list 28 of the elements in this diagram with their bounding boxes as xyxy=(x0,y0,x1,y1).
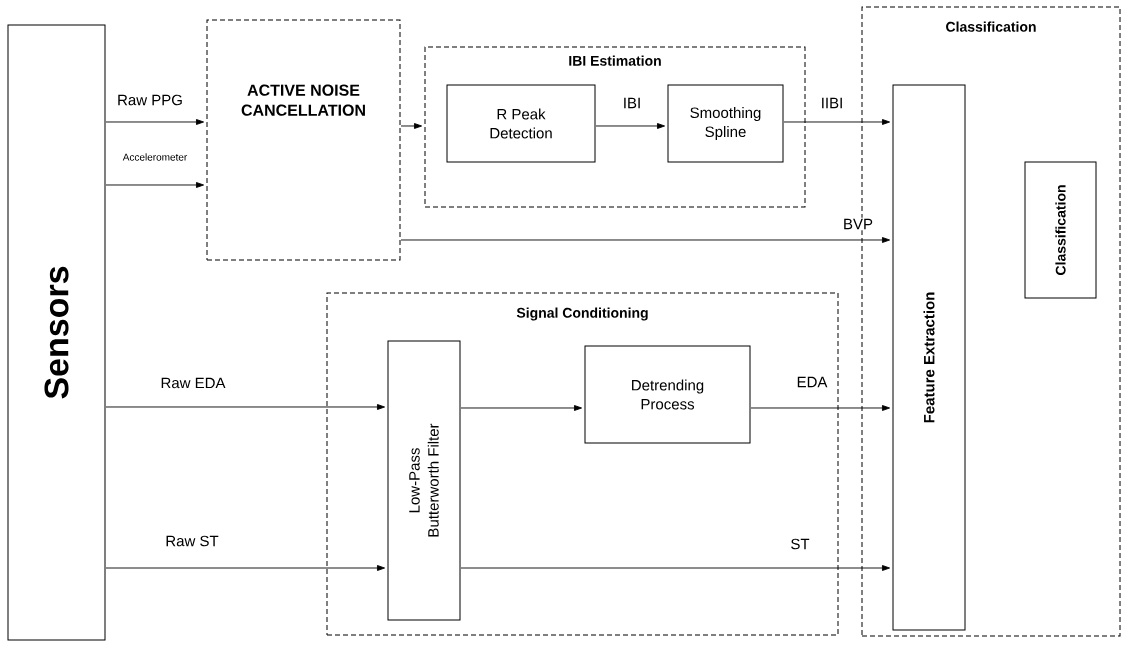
dashed-process-box: ACTIVE NOISE CANCELLATION xyxy=(206,19,401,261)
edge-label: ST xyxy=(789,537,811,551)
edge-label: IBI xyxy=(621,96,643,110)
sensors-box: Sensors xyxy=(7,24,106,641)
process-box: Classification xyxy=(1024,161,1097,299)
arrow xyxy=(460,405,583,411)
arrow xyxy=(105,565,386,571)
arrow xyxy=(400,123,423,129)
process-box: Detrending Process xyxy=(584,345,751,444)
edge-label: BVP xyxy=(842,217,874,231)
arrow xyxy=(750,405,891,411)
process-box: Feature Extraction xyxy=(892,84,966,631)
edge-label: Raw ST xyxy=(164,534,220,548)
edge-label: Raw PPG xyxy=(116,93,184,107)
arrow xyxy=(105,119,205,125)
edge-label: Raw EDA xyxy=(159,376,227,390)
process-box: R Peak Detection xyxy=(446,84,596,163)
arrow xyxy=(105,182,205,188)
process-box: Smoothing Spline xyxy=(667,84,784,163)
edge-label: Accelerometer xyxy=(121,152,189,162)
edge-label: EDA xyxy=(795,375,829,389)
arrow xyxy=(595,123,666,129)
arrow xyxy=(783,119,891,125)
arrow xyxy=(460,565,891,571)
arrow xyxy=(400,237,891,243)
process-box: Low-Pass Butterworth Filter xyxy=(387,340,461,621)
edge-label: IIBI xyxy=(819,96,845,110)
arrow xyxy=(105,404,386,410)
